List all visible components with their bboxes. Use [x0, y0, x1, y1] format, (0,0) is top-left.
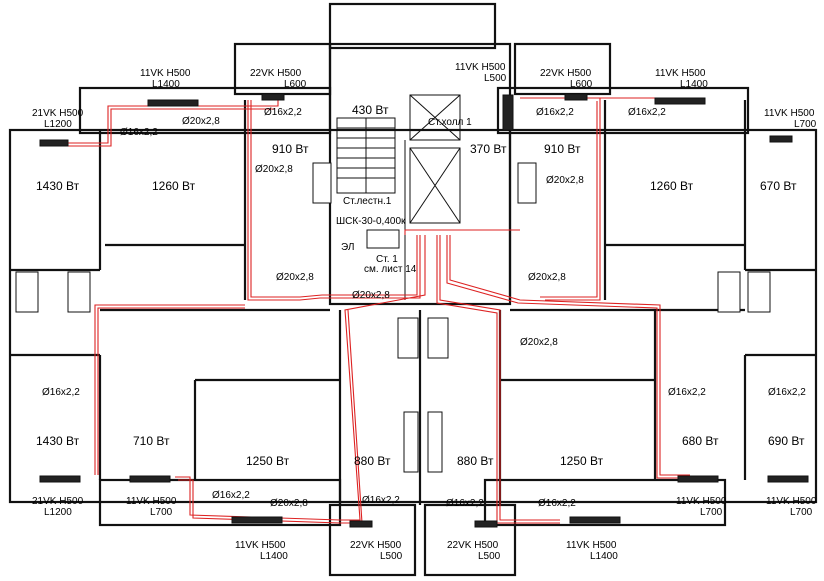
- pipe-label: Ø20x2,8: [255, 164, 293, 175]
- radiator-label: 11VK H500: [455, 62, 506, 73]
- riser-label: Ст. 1: [376, 254, 398, 265]
- radiator-label: 11VK H500: [676, 496, 727, 507]
- radiator-label: 11VK H500: [566, 540, 617, 551]
- bathtub-right-2: [747, 271, 771, 313]
- room-label: 1250 Вт: [246, 454, 290, 468]
- radiator-label: 11VK H500: [126, 496, 177, 507]
- radiator-label: L1400: [260, 551, 288, 562]
- pipe-label: Ø20x2,8: [182, 116, 220, 127]
- kitchen-center-left: [403, 411, 419, 473]
- building-walls: [8, 2, 818, 577]
- radiator-label: L600: [570, 79, 593, 90]
- cabinet-label: ШСК-30-0,400к: [336, 216, 406, 227]
- radiator-label: L500: [478, 551, 501, 562]
- hall-riser-label: Ст.холл 1: [428, 117, 472, 128]
- stove-left: [312, 162, 332, 204]
- room-label: 1260 Вт: [650, 179, 694, 193]
- radiators: [39, 93, 809, 528]
- radiator-label: L1200: [44, 507, 72, 518]
- room-label: 690 Вт: [768, 434, 805, 448]
- radiator-label: L500: [380, 551, 403, 562]
- stove-right: [517, 162, 537, 204]
- radiator-label: 11VK H500: [235, 540, 286, 551]
- radiator-label: 21VK H500: [32, 496, 84, 507]
- pipe-label: Ø20x2,8: [520, 337, 558, 348]
- bathtub-left-2: [67, 271, 91, 313]
- radiator-label: 22VK H500: [250, 68, 302, 79]
- radiator-label: 11VK H500: [766, 496, 817, 507]
- radiator-label: L700: [794, 119, 817, 130]
- radiator-label: 11VK H500: [140, 68, 191, 79]
- radiator-label: L700: [150, 507, 173, 518]
- stair-riser-label: Ст.лестн.1: [343, 196, 392, 207]
- radiator-labels: 21VK H500 L1200 11VK H500 L1400 22VK H50…: [32, 62, 817, 562]
- pipe-label: Ø16x2,2: [536, 107, 574, 118]
- radiator-label: L1400: [590, 551, 618, 562]
- room-label: 880 Вт: [354, 454, 391, 468]
- staircase: [336, 117, 396, 194]
- bathtub-left: [15, 271, 39, 313]
- room-label: 680 Вт: [682, 434, 719, 448]
- room-labels: 1430 Вт 1260 Вт 910 Вт 430 Вт 370 Вт 910…: [36, 103, 805, 468]
- bathtub-right: [717, 271, 741, 313]
- radiator-label: L700: [700, 507, 723, 518]
- bathtub-center-right: [427, 317, 449, 359]
- pipe-label: Ø20x2,8: [352, 290, 390, 301]
- radiator-label: L1200: [44, 119, 72, 130]
- pipe-label: Ø16x2,2: [42, 387, 80, 398]
- room-label: 1430 Вт: [36, 179, 80, 193]
- pipe-label: Ø16x2,2: [264, 107, 302, 118]
- pipe-label: Ø16x2,2: [120, 127, 158, 138]
- radiator-label: L1400: [680, 79, 708, 90]
- room-label: 910 Вт: [544, 142, 581, 156]
- pipe-label: Ø16x2,2: [628, 107, 666, 118]
- radiator-label: 22VK H500: [540, 68, 592, 79]
- room-label: 710 Вт: [133, 434, 170, 448]
- pipe-labels: Ø16x2,2 Ø20x2,8 Ø16x2,2 Ø20x2,8 Ø20x2,8 …: [42, 107, 806, 509]
- room-label: 370 Вт: [470, 142, 507, 156]
- radiator-label: L500: [484, 73, 507, 84]
- kitchen-center-right: [427, 411, 443, 473]
- radiator-label: 11VK H500: [655, 68, 706, 79]
- radiator-label: 21VK H500: [32, 108, 84, 119]
- sheet-ref-label: см. лист 14: [364, 264, 417, 275]
- pipe-label: Ø20x2,8: [546, 175, 584, 186]
- pipe-label: Ø20x2,8: [528, 272, 566, 283]
- heating-pipes: [65, 97, 690, 524]
- radiator-label: L1400: [152, 79, 180, 90]
- electrical-label: ЭЛ: [341, 242, 354, 253]
- room-label: 910 Вт: [272, 142, 309, 156]
- radiator-label: 22VK H500: [350, 540, 402, 551]
- radiator-label: L600: [284, 79, 307, 90]
- pipe-label: Ø20x2,8: [276, 272, 314, 283]
- pipe-label: Ø16x2,2: [362, 495, 400, 506]
- pipe-label: Ø16x2,2: [668, 387, 706, 398]
- pipe-label: Ø16x2,2: [768, 387, 806, 398]
- pipe-label: Ø16x2,2: [538, 498, 576, 509]
- room-label: 1260 Вт: [152, 179, 196, 193]
- riser-labels: Ст.холл 1 Ст.лестн.1 ШСК-30-0,400к ЭЛ Ст…: [336, 117, 472, 275]
- room-label: 1250 Вт: [560, 454, 604, 468]
- room-label: 670 Вт: [760, 179, 797, 193]
- room-label: 430 Вт: [352, 103, 389, 117]
- room-label: 880 Вт: [457, 454, 494, 468]
- radiator-label: 22VK H500: [447, 540, 499, 551]
- pipe-label: Ø16x2,2: [212, 490, 250, 501]
- room-label: 1430 Вт: [36, 434, 80, 448]
- radiator-label: 11VK H500: [764, 108, 815, 119]
- electrical-panel: [366, 229, 400, 249]
- pipe-label: Ø16x2,2: [446, 498, 484, 509]
- bathtub-center-left: [397, 317, 419, 359]
- radiator-label: L700: [790, 507, 813, 518]
- pipe-label: Ø20x2,8: [270, 498, 308, 509]
